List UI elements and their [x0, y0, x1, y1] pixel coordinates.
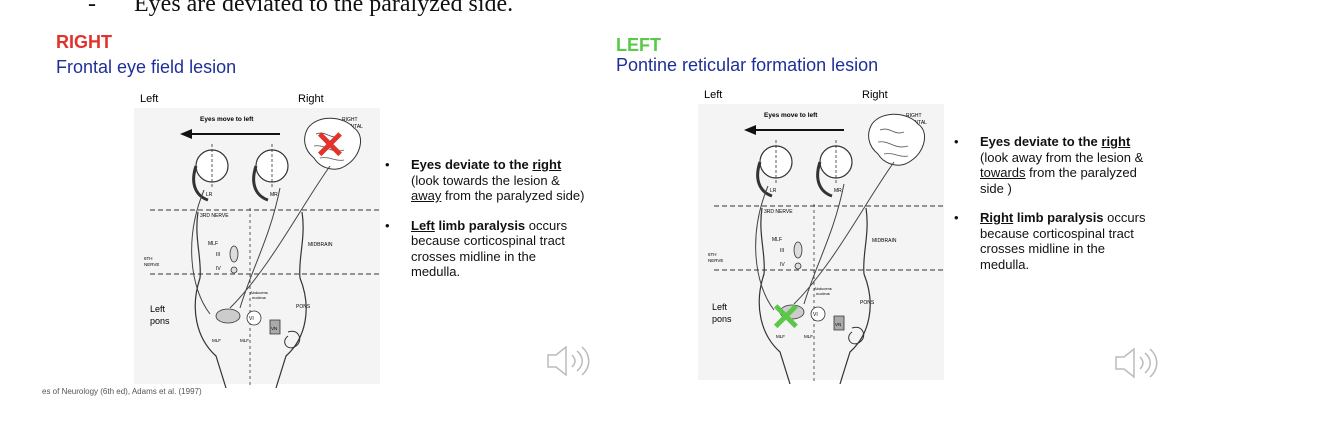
third-nerve-label: 3RD NERVE: [200, 213, 229, 219]
sixth-nerve-label-1: 6TH: [144, 256, 153, 261]
arrow-label: Eyes move to left: [200, 116, 254, 123]
bullet1-bold-underlined: right: [532, 157, 561, 172]
oculomotor-nucleus: [230, 246, 238, 262]
speaker-icon[interactable]: [1112, 345, 1158, 381]
bullet2-rest: occurs: [1104, 210, 1146, 225]
vi-label: VI: [249, 316, 254, 322]
left-label: Left: [704, 89, 722, 101]
left-label: Left: [140, 93, 158, 105]
bullet1-bold-underlined: right: [1101, 134, 1130, 149]
bullet-limb-paralysis: Right limb paralysis occurs because cort…: [954, 210, 1174, 272]
mlf-bottom-label-1: MLF: [212, 338, 221, 343]
mlf-bottom-label-2: MLF: [240, 338, 249, 343]
ppf-left: [216, 309, 240, 323]
vi-label: VI: [813, 312, 818, 318]
bullet1-bold-text: Eyes deviate to the: [411, 157, 532, 172]
lesion-title-frontal: Frontal eye field lesion: [56, 57, 236, 78]
pons-label: PONS: [860, 300, 875, 306]
bullet2-bold-underlined: Right: [980, 210, 1013, 225]
bullet2-line4: medulla.: [411, 264, 460, 279]
right-label: Right: [862, 89, 888, 101]
bullet2-bold-underlined: Left: [411, 218, 435, 233]
lr-label: LR: [770, 188, 777, 194]
vn-label: VN: [835, 322, 841, 327]
bullet1-line3-rest: from the paralyzed side): [441, 188, 584, 203]
lr-label: LR: [206, 192, 213, 198]
bullet2-line2: because corticospinal tract: [980, 226, 1134, 241]
right-panel: RIGHT Frontal eye field lesion Left Righ…: [0, 0, 610, 447]
trochlear-nucleus: [231, 267, 237, 273]
bullet1-line2: (look away from the lesion &: [980, 150, 1143, 165]
arrow-label: Eyes move to left: [764, 112, 818, 119]
red-x-icon: ✕: [314, 125, 346, 167]
third-nerve-label: 3RD NERVE: [764, 209, 793, 215]
left-pons-label-2: pons: [150, 316, 170, 326]
vn-label: VN: [271, 326, 277, 331]
bullet-list-right: Eyes deviate to the right (look towards …: [385, 157, 605, 294]
mlf-label: MLF: [772, 237, 782, 243]
iii-label: III: [780, 248, 784, 254]
bullet2-rest: occurs: [525, 218, 567, 233]
green-x-icon: ✕: [770, 297, 802, 339]
speaker-icon[interactable]: [544, 343, 590, 379]
lesion-title-pontine: Pontine reticular formation lesion: [616, 55, 878, 76]
mr-label: MR: [270, 192, 278, 198]
iii-label: III: [216, 252, 220, 258]
sixth-nerve-label-2: NERVE: [144, 262, 159, 267]
side-title-left: LEFT: [616, 35, 661, 56]
left-pons-label-1: Left: [712, 302, 728, 312]
citation: es of Neurology (6th ed), Adams et al. (…: [42, 387, 202, 396]
bullet2-line4: medulla.: [980, 257, 1029, 272]
mr-label: MR: [834, 188, 842, 194]
bullet2-bold-text: limb paralysis: [435, 218, 525, 233]
pons-label: PONS: [296, 304, 311, 310]
side-title-right: RIGHT: [56, 32, 112, 53]
trochlear-nucleus: [795, 263, 801, 269]
bullet1-line2: (look towards the lesion &: [411, 173, 560, 188]
bullet1-line3-underlined: towards: [980, 165, 1026, 180]
bullet2-line3: crosses midline in the: [411, 249, 536, 264]
mlf-bottom-label-2: MLF: [804, 334, 813, 339]
bullet1-line4: side ): [980, 181, 1012, 196]
brainstem-figure-right: Left Right Eyes move to left RIGHT FRONT…: [130, 88, 390, 388]
bullet1-bold-text: Eyes deviate to the: [980, 134, 1101, 149]
bullet1-line3-rest: from the paralyzed: [1026, 165, 1137, 180]
left-panel: LEFT Pontine reticular formation lesion …: [612, 0, 1334, 447]
bullet2-bold-text: limb paralysis: [1013, 210, 1103, 225]
right-label: Right: [298, 93, 324, 105]
brainstem-figure-left: Left Right Eyes move to left RIGHT FRONT…: [694, 84, 954, 384]
iv-label: IV: [216, 266, 221, 272]
oculomotor-nucleus: [794, 242, 802, 258]
bullet-list-left: Eyes deviate to the right (look away fro…: [954, 134, 1174, 286]
abducens-label-2: nucleus: [816, 291, 830, 296]
mlf-label: MLF: [208, 241, 218, 247]
bullet1-line3-underlined: away: [411, 188, 441, 203]
bullet2-line3: crosses midline in the: [980, 241, 1105, 256]
bullet2-line2: because corticospinal tract: [411, 233, 565, 248]
midbrain-label: MIDBRAIN: [308, 242, 333, 248]
abducens-label-2: nucleus: [252, 295, 266, 300]
bullet-limb-paralysis: Left limb paralysis occurs because corti…: [385, 218, 605, 280]
bullet-eyes-deviate: Eyes deviate to the right (look away fro…: [954, 134, 1174, 196]
sixth-nerve-label-1: 6TH: [708, 252, 717, 257]
left-pons-label-1: Left: [150, 304, 166, 314]
midbrain-label: MIDBRAIN: [872, 238, 897, 244]
left-pons-label-2: pons: [712, 314, 732, 324]
bullet-eyes-deviate: Eyes deviate to the right (look towards …: [385, 157, 605, 204]
sixth-nerve-label-2: NERVE: [708, 258, 723, 263]
iv-label: IV: [780, 262, 785, 268]
